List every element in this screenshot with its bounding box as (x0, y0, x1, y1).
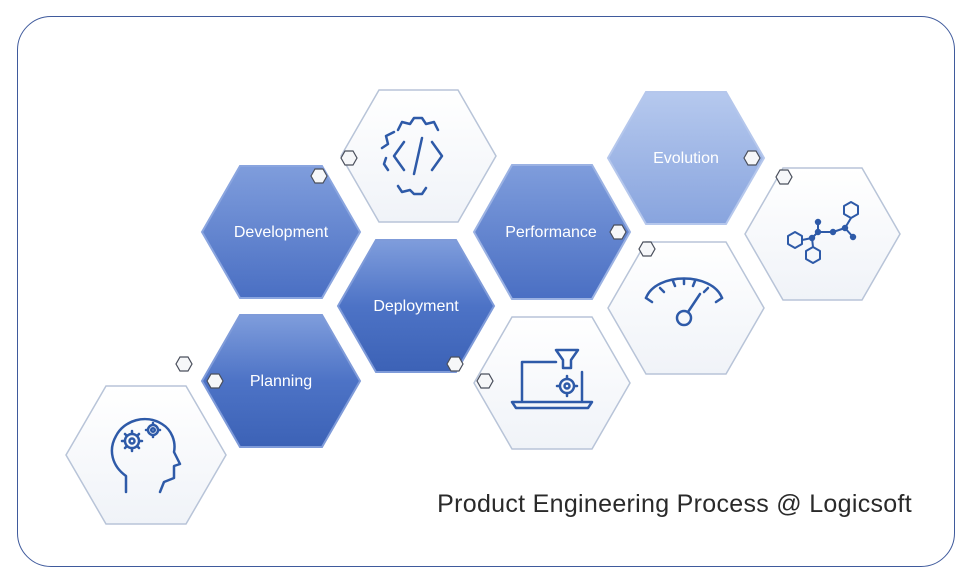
diagram-title: Product Engineering Process @ Logicsoft (437, 490, 912, 518)
stage-planning: Planning (200, 314, 362, 448)
connector-hex (743, 150, 761, 166)
stage-performance: Performance (472, 164, 632, 300)
stage-label-development: Development (234, 224, 329, 241)
speedometer-icon (644, 277, 724, 327)
molecule-network-icon (787, 201, 859, 264)
connector-hex (206, 373, 224, 389)
laptop-funnel-gear-icon (510, 348, 594, 410)
connector-hex (476, 373, 494, 389)
connector-hex (638, 241, 656, 257)
code-gear-icon (380, 116, 444, 196)
connector-hex (340, 150, 358, 166)
icon-hex-head (65, 385, 227, 525)
icon-hex-network (744, 167, 901, 301)
stage-label-planning: Planning (250, 373, 312, 390)
icon-hex-laptop (473, 316, 631, 450)
stage-deployment: Deployment (336, 239, 496, 373)
connector-hex (609, 224, 627, 240)
icon-hex-code (340, 89, 497, 223)
stage-label-deployment: Deployment (373, 298, 459, 315)
connector-hex (310, 168, 328, 184)
stage-development: Development (200, 165, 362, 299)
connector-hex (175, 356, 193, 372)
stage-label-evolution: Evolution (653, 150, 719, 167)
stage-label-performance: Performance (505, 224, 597, 241)
icon-hex-speedometer (607, 241, 765, 375)
stage-evolution: Evolution (606, 91, 766, 225)
connector-hexes (175, 150, 793, 389)
connector-hex (775, 169, 793, 185)
head-gears-icon (110, 417, 182, 494)
connector-hex (446, 356, 464, 372)
